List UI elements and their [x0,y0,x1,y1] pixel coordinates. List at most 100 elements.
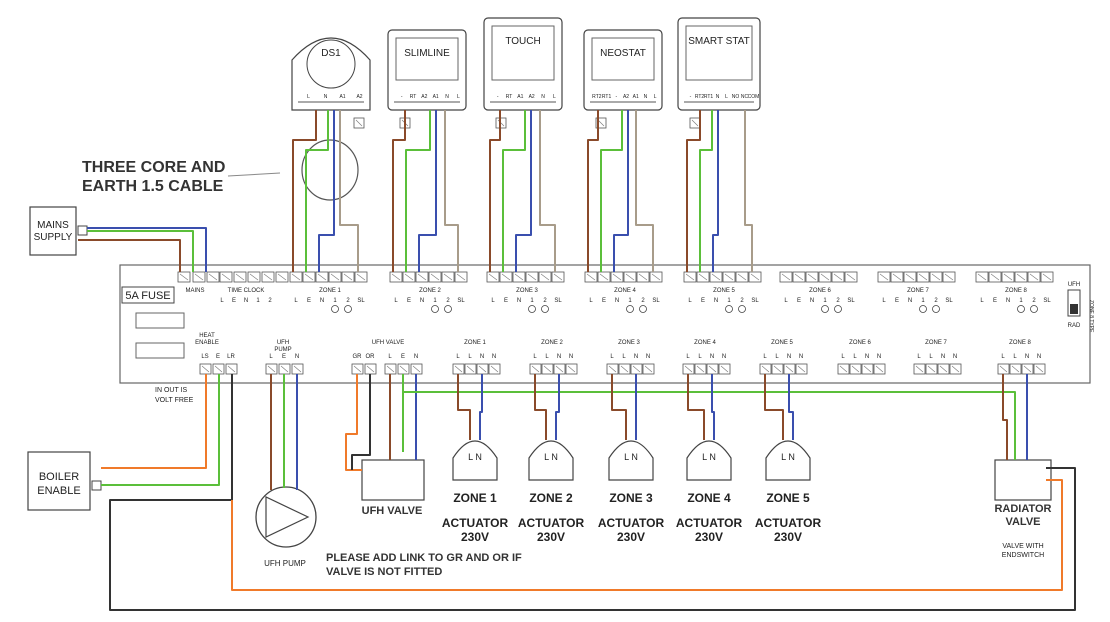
lower-zone-terminal-label: L [698,354,702,360]
actuator-voltage: 230V [617,530,645,544]
zone-sub-label: N [714,298,718,304]
zone-terminal-screw [586,273,596,281]
zone-sub-label: N [517,298,521,304]
actuator-label: ACTUATOR [598,516,665,530]
wiring-centre-panel [119,264,1091,384]
mains-supply-line2: SUPPLY [34,232,73,243]
strip-zone-label: ZONE 6 [809,288,831,294]
mains-terminal [77,225,88,236]
ufh-valve-terminal-label: L [388,354,392,360]
clock-icon [639,305,647,313]
lower-zone-terminal-label: N [877,354,881,360]
radiator-valve-line1: RADIATOR [994,503,1051,515]
zone-sub-label: E [602,298,606,304]
zone-terminal-screw [879,273,889,281]
wire-thermo-live [489,110,501,272]
lower-zone-terminal-screw [454,365,463,373]
thermostat-terminal-label: A2 [529,94,535,100]
thermostat-terminal-label: - [615,94,617,100]
zone-sub-label: 2 [641,298,645,304]
lower-zone-terminal-label: L [610,354,614,360]
thermostat-terminal-label: A1 [433,94,439,100]
zone-sub-label: N [420,298,424,304]
actuator-voltage: 230V [537,530,565,544]
lower-zone-terminal-label: L [545,354,549,360]
lower-zone-terminal-label: N [787,354,791,360]
zone-terminal-screw [781,273,791,281]
fuse-label: 5A FUSE [125,290,170,302]
zone-sub-label: E [407,298,411,304]
radiator-valve-note2: ENDSWITCH [1002,552,1044,559]
ufh-pump-title2: PUMP [274,347,291,353]
lower-zone-terminal-screw [720,365,729,373]
zone-sub-label: 1 [921,298,925,304]
lower-zone-terminal-label: N [1025,354,1029,360]
zone-terminal-screw [990,273,1000,281]
lower-zone-terminal-label: L [468,354,472,360]
zone-terminal-screw [944,273,954,281]
zone-sub-label: L [784,298,788,304]
zone-sub-label: L [394,298,398,304]
lower-zone-terminal-screw [785,365,794,373]
lower-zone-terminal-label: L [1013,354,1017,360]
lower-zone-title: ZONE 8 [1009,340,1031,346]
zone-terminal-screw [540,273,550,281]
clock-icon [331,305,339,313]
lower-zone-terminal-label: L [456,354,460,360]
thermostat-terminal-label: A2 [356,94,362,100]
cable-callout-circle [301,139,359,201]
thermostat-terminal-label: RT [506,94,513,100]
timeclock-sub-label: 1 [256,298,260,304]
thermostat-terminal-label: N [716,94,720,100]
lower-zone-terminal-label: L [853,354,857,360]
zone-terminal-screw [651,273,661,281]
zone-sub-label: 2 [446,298,450,304]
clock-icon [444,305,452,313]
wire-actuator-l [534,374,547,440]
lower-zone-terminal-screw [863,365,872,373]
thermostat-name: DS1 [321,48,341,59]
zone-sub-label: SL [652,298,660,304]
ufh-pump-terminal-screw [267,365,276,373]
switch-side-label: ZONE 8 TYPE [1088,300,1094,333]
wire-mains-l [78,239,181,272]
clock-icon [1017,305,1025,313]
wire-thermo-switch [744,110,753,272]
zone-terminal-screw [1016,273,1026,281]
wire-boiler-ls [101,374,207,469]
zone-sub-label: 2 [1032,298,1036,304]
switch-knob [1070,304,1078,314]
timeclock-terminal-screw [249,273,259,281]
radiator-valve-body [994,459,1052,501]
lower-zone-terminal-label: N [646,354,650,360]
lower-zone-terminal-screw [839,365,848,373]
zone-terminal-screw [724,273,734,281]
thermostat-earth-terminal-screw [355,119,363,127]
zone-terminal-screw [391,273,401,281]
thermostat-name: NEOSTAT [600,48,646,59]
ufh-pump-terminal-screw [280,365,289,373]
lower-zone-terminal-screw [939,365,948,373]
zone-terminal-screw [737,273,747,281]
zone-terminal-screw [931,273,941,281]
boiler-terminal [91,480,102,491]
actuator-label: ACTUATOR [442,516,509,530]
actuator-terminal-label: L N [468,452,482,462]
ufh-valve-terminal-screw [386,365,395,373]
thermostat-name: TOUCH [505,36,540,47]
lower-zone-terminal-label: L [763,354,767,360]
strip-zone-label: ZONE 2 [419,288,441,294]
ufh-valve-body [361,459,425,501]
ufh-pump-terminal-screw [293,365,302,373]
zone-sub-label: 1 [628,298,632,304]
mains-terminal-screw [194,273,204,281]
lower-zone-terminal-label: N [480,354,484,360]
wire-mains-e [87,230,194,272]
heat-enable-terminal-screw [227,365,236,373]
wire-thermo-neutral [613,110,629,272]
lower-zone-terminal-screw [773,365,782,373]
wire-radvalve-l [1002,374,1008,460]
wire-actuator-n [555,374,560,440]
zone-terminal-screw [553,273,563,281]
